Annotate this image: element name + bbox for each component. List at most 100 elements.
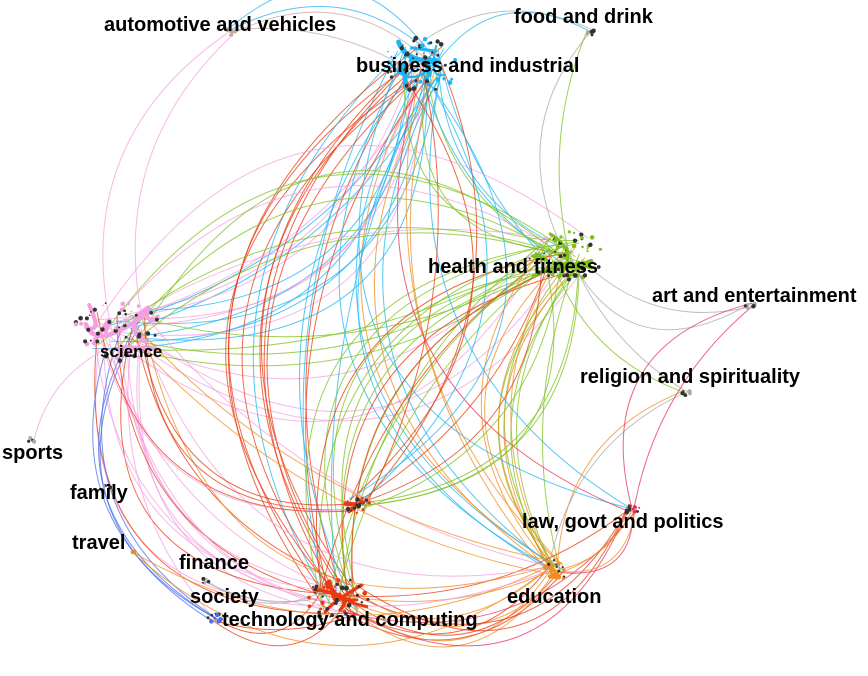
network-node-35	[387, 50, 389, 53]
network-node-154	[153, 333, 157, 337]
network-node-215	[205, 577, 208, 580]
network-node-77	[580, 266, 585, 271]
network-node-40	[409, 81, 413, 84]
network-node-285	[346, 602, 352, 608]
network-node-60	[403, 54, 407, 57]
network-node-30	[404, 71, 408, 74]
network-node-248	[547, 574, 551, 578]
network-node-189	[681, 390, 685, 393]
label-religion-and-spirituality: religion and spirituality	[580, 366, 801, 388]
network-node-271	[325, 607, 330, 611]
network-node-318	[346, 501, 349, 504]
network-edge-99	[350, 566, 549, 635]
network-node-267	[349, 578, 352, 582]
network-node-300	[326, 580, 330, 584]
network-node-104	[536, 270, 541, 275]
network-edge-147	[348, 82, 508, 500]
network-edge-85	[516, 259, 583, 569]
network-edge-6	[116, 67, 442, 325]
network-edge-8	[142, 58, 414, 311]
network-node-311	[364, 498, 368, 502]
network-node-72	[589, 235, 595, 240]
network-edge-16	[140, 269, 584, 422]
network-node-171	[136, 304, 141, 308]
network-node-47	[422, 36, 428, 42]
network-node-12	[585, 32, 590, 36]
network-edge-50	[437, 56, 574, 254]
network-edge-62	[305, 241, 576, 615]
network-edge-158	[557, 389, 687, 567]
network-node-169	[102, 304, 105, 307]
network-node-155	[86, 327, 91, 332]
network-node-259	[320, 600, 325, 605]
network-edge-12	[144, 55, 431, 326]
network-edge-73	[315, 251, 572, 590]
network-node-193	[683, 393, 688, 397]
network-node-233	[638, 506, 641, 509]
network-node-182	[100, 327, 105, 332]
network-edge-47	[225, 79, 413, 608]
network-edge-118	[547, 244, 686, 394]
network-node-138	[123, 322, 126, 325]
network-edge-11	[139, 65, 427, 337]
network-edge-52	[437, 50, 557, 271]
network-node-319	[355, 511, 358, 515]
network-node-39	[423, 55, 428, 60]
network-node-262	[360, 601, 363, 604]
network-node-59	[418, 79, 423, 84]
network-node-66	[425, 79, 430, 84]
network-node-48	[436, 53, 440, 57]
network-edge-165	[142, 345, 361, 506]
network-node-206	[109, 483, 111, 486]
network-edge-59	[360, 47, 560, 570]
network-node-320	[356, 504, 361, 509]
network-node-286	[307, 604, 312, 609]
network-node-296	[344, 611, 348, 616]
network-node-89	[581, 245, 584, 249]
network-node-254	[555, 565, 558, 568]
network-edge-57	[405, 49, 549, 572]
network-edge-182	[145, 309, 160, 322]
network-edge-92	[105, 173, 576, 332]
network-node-317	[361, 508, 365, 512]
network-node-87	[565, 246, 569, 251]
network-node-86	[559, 235, 563, 239]
network-node-74	[528, 257, 531, 260]
network-edge-131	[33, 350, 103, 441]
network-edge-66	[341, 265, 564, 601]
network-node-301	[314, 584, 319, 589]
network-edge-164	[96, 312, 356, 513]
network-node-63	[403, 69, 406, 72]
network-node-56	[404, 83, 409, 88]
network-node-64	[420, 43, 425, 48]
network-node-277	[334, 585, 337, 588]
network-node-50	[438, 42, 444, 47]
network-node-181	[117, 326, 120, 329]
network-node-117	[553, 238, 558, 243]
network-edge-139	[351, 260, 579, 505]
network-edge-137	[397, 69, 629, 512]
network-node-83	[548, 245, 551, 248]
network-node-236	[636, 510, 639, 513]
network-edge-148	[363, 69, 439, 509]
network-node-226	[210, 613, 214, 617]
network-node-13	[590, 33, 594, 37]
network-node-219	[213, 616, 217, 620]
network-node-8	[228, 30, 231, 33]
network-node-136	[103, 354, 109, 359]
network-node-200	[31, 439, 37, 444]
label-art-and-entertainment: art and entertainment	[652, 285, 857, 307]
network-node-52	[447, 80, 453, 85]
network-node-26	[426, 65, 429, 69]
network-node-96	[547, 274, 550, 278]
network-node-302	[317, 613, 322, 619]
network-node-272	[339, 585, 345, 591]
network-node-185	[130, 355, 133, 357]
network-node-265	[336, 617, 340, 621]
network-node-140	[84, 316, 89, 321]
network-edge-7	[95, 65, 424, 321]
network-node-126	[751, 304, 756, 309]
network-node-288	[355, 593, 359, 597]
network-node-0	[228, 34, 231, 37]
